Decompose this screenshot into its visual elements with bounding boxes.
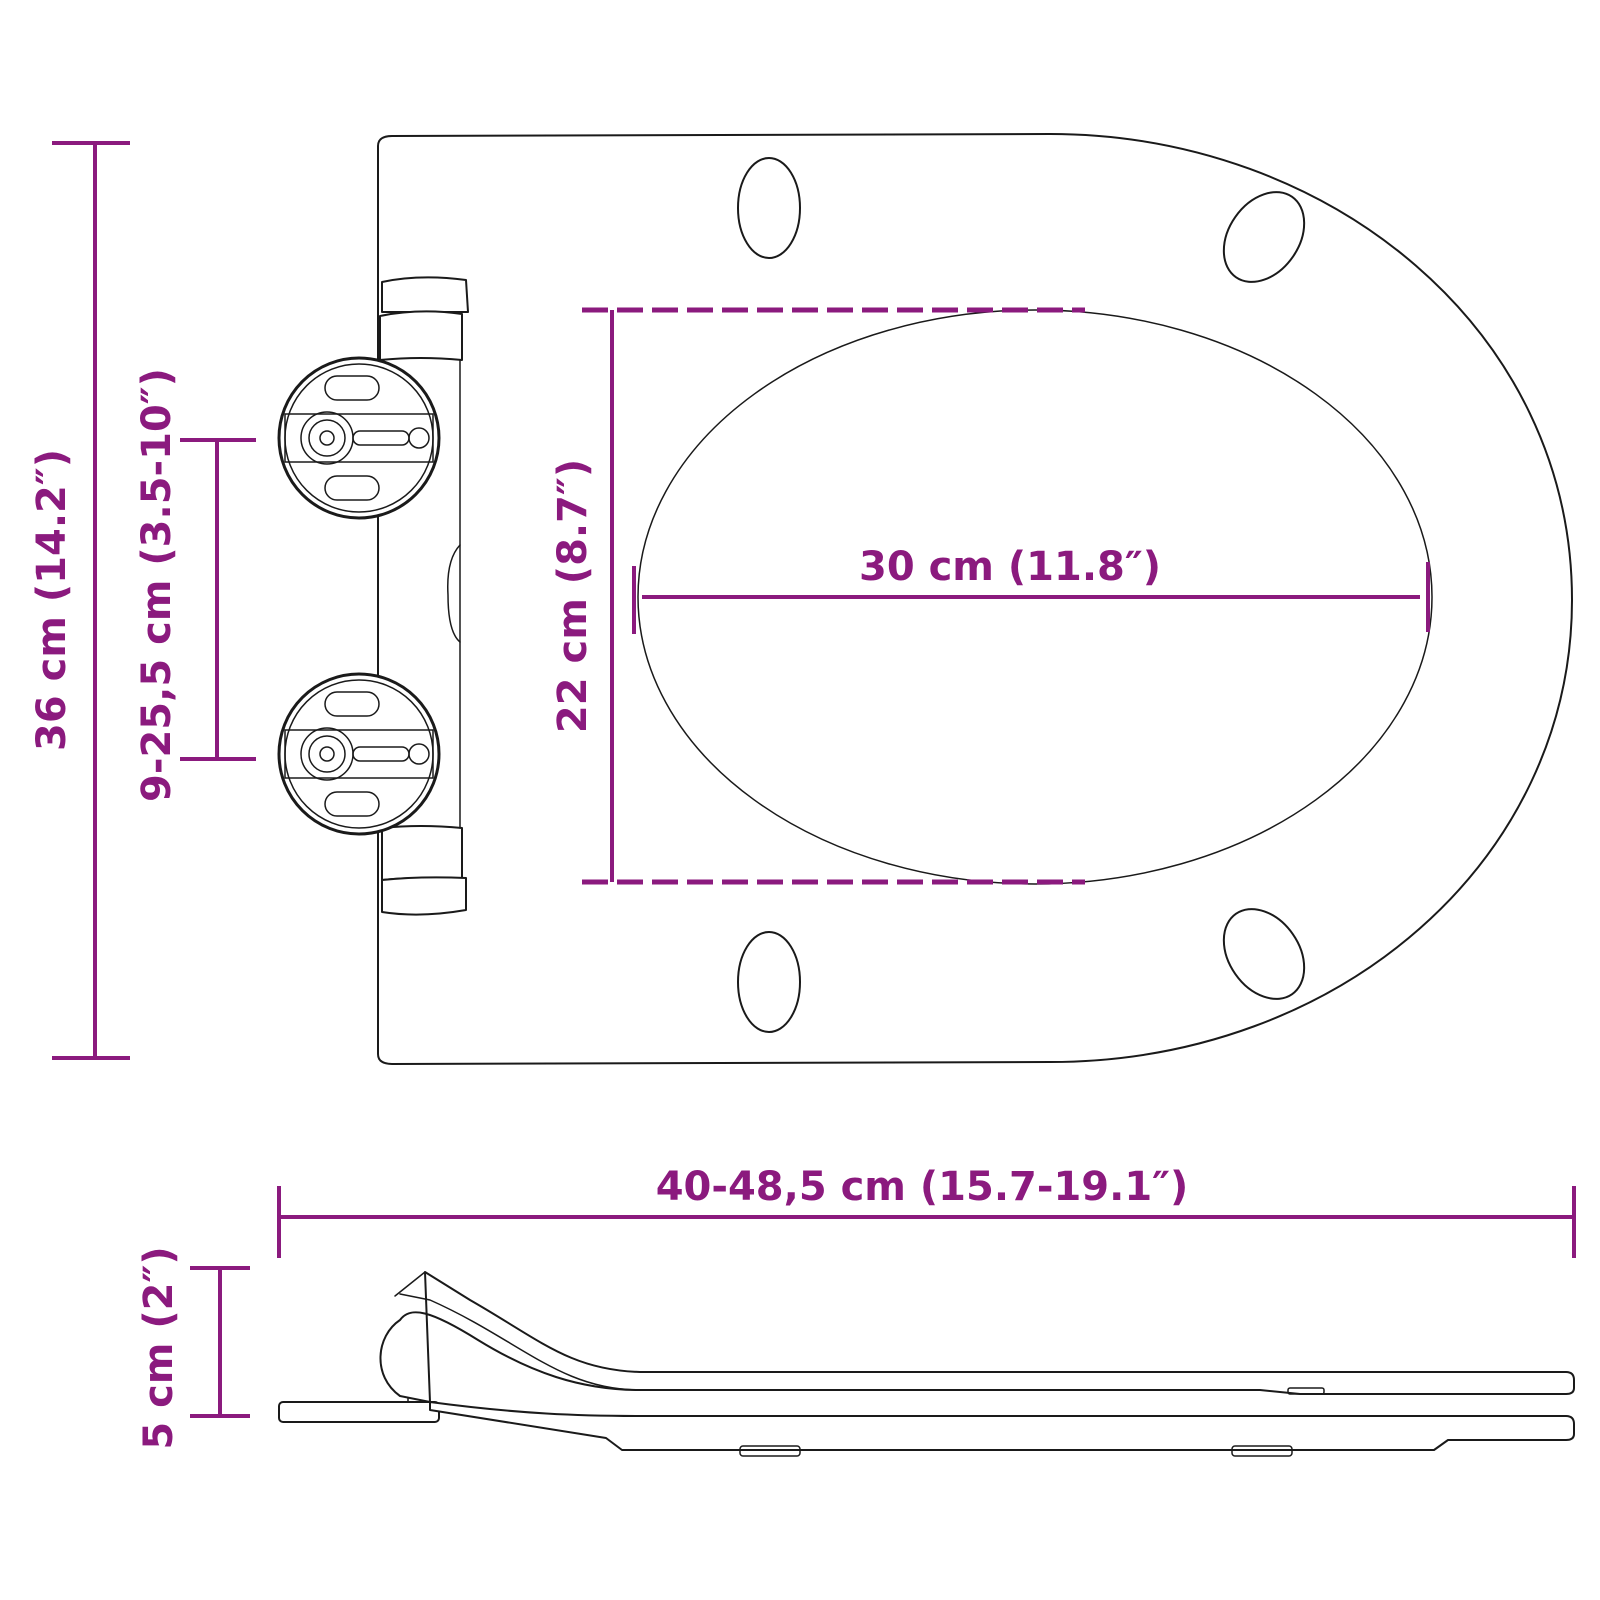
hinge-block-top-outer: [381, 276, 469, 313]
overall-length-label: 40-48,5 cm (15.7-19.1″): [656, 1164, 1189, 1210]
dimension-hinge-spacing: 9-25,5 cm (3.5-10″): [134, 368, 256, 802]
hinge-fixing-bottom: [277, 672, 441, 836]
bumper-pad-bottom-left: [737, 931, 801, 1033]
dimension-overall-width: 36 cm (14.2″): [29, 141, 130, 1060]
hinge-base-plate: [278, 1401, 440, 1423]
hinge-spacing-label: 9-25,5 cm (3.5-10″): [134, 368, 180, 802]
bumper-pad-top-right: [1222, 191, 1306, 283]
height-label: 5 cm (2″): [136, 1246, 182, 1449]
hinge-block-bottom-outer: [381, 876, 467, 916]
opening-length-label: 30 cm (11.8″): [859, 544, 1161, 590]
bumper-pad-top-left: [737, 157, 801, 259]
seat-ring-profile: [429, 1401, 1575, 1451]
overall-width-label: 36 cm (14.2″): [29, 449, 75, 751]
hinge-button: [447, 544, 461, 643]
seat-foot-right: [1231, 1445, 1293, 1457]
dimension-height: 5 cm (2″): [136, 1246, 250, 1450]
opening-width-label: 22 cm (8.7″): [550, 459, 596, 733]
dimension-overall-length: 40-48,5 cm (15.7-19.1″): [277, 1164, 1576, 1258]
dimension-opening-length: 30 cm (11.8″): [632, 544, 1430, 634]
side-view: [278, 1271, 1575, 1457]
dimension-opening-width: 22 cm (8.7″): [550, 307, 1085, 885]
seat-opening: [637, 309, 1433, 885]
hinge-block-bottom-inner: [381, 825, 463, 881]
lid-profile: [379, 1271, 1575, 1403]
hinge-fixing-top: [277, 356, 441, 520]
seat-foot-left: [739, 1445, 801, 1457]
hinge-block-top-inner: [379, 310, 463, 361]
bumper-pad-bottom-right: [1222, 908, 1306, 1000]
